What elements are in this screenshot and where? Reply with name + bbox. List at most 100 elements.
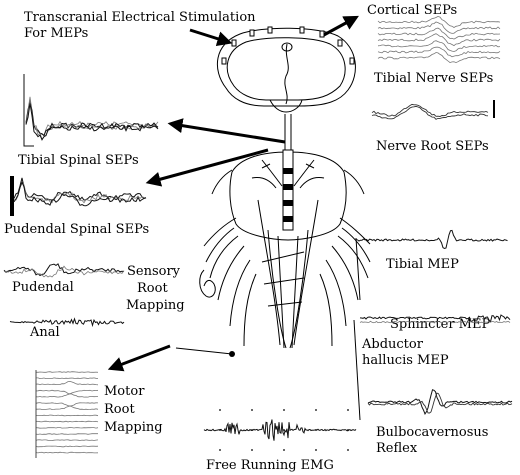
grid-dot (219, 409, 221, 411)
tibial-nerve-seps-traces (371, 100, 495, 120)
label-abductor-hallucis-mep: Abductor hallucis MEP (361, 337, 449, 368)
label-bulbo-line2: Reflex (376, 441, 418, 456)
label-motor-root-mapping: Motor Root Mapping (104, 384, 163, 435)
tibial-spinal-seps-traces (23, 74, 159, 147)
label-tibial-mep: Tibial MEP (386, 257, 459, 272)
label-cortical-seps: Cortical SEPs (367, 3, 457, 18)
pudendal-spinal-sep-trace (13, 181, 147, 207)
motor-root-trace (35, 380, 99, 386)
grid-dot (251, 449, 253, 451)
bulbocavernosus-waveform (367, 392, 513, 414)
motor-root-trace (35, 445, 99, 448)
arrow-cortical-seps (321, 15, 359, 38)
motor-root-mapping-traces (35, 370, 99, 458)
bulbocavernosus-reflex-trace (367, 389, 513, 415)
tibial-spinal-sep-trace (25, 101, 159, 137)
arrow-pudendal-spinal-seps (145, 148, 269, 187)
sphincter-mep-trace (359, 314, 511, 324)
cortical-sep-trace (377, 40, 501, 52)
grid-dot (219, 449, 221, 451)
label-motor-line3: Mapping (104, 420, 163, 435)
label-sensory-root-mapping: Sensory Root Mapping (126, 264, 185, 313)
bulbocavernosus-waveform (367, 389, 513, 415)
anal-trace (9, 317, 125, 328)
label-sphincter-mep: Sphincter MEP (390, 317, 490, 332)
label-sensory-line2: Root (137, 281, 168, 296)
arrow-tibial-spinal-seps (167, 118, 286, 144)
label-sensory-line3: Mapping (126, 298, 185, 313)
grid-dot (283, 409, 285, 411)
motor-root-trace (35, 420, 99, 423)
grid-dot (315, 409, 317, 411)
label-abductor-line1: Abductor (361, 337, 424, 352)
grid-dot (219, 429, 221, 431)
motor-root-trace (35, 371, 99, 373)
head-coronal-section (217, 26, 356, 113)
label-nerve-root-seps: Nerve Root SEPs (376, 139, 489, 154)
label-sensory-line1: Sensory (127, 264, 181, 279)
tibial-mep-waveform (355, 229, 508, 250)
motor-root-trace (35, 393, 99, 398)
pudendal-spinal-seps-traces (10, 176, 147, 216)
grid-dot (251, 429, 253, 431)
motor-root-trace (36, 377, 99, 380)
label-bulbocavernosus-reflex: Bulbocavernosus Reflex (376, 425, 493, 456)
label-tes-line2: For MEPs (24, 26, 88, 41)
pudendal-trace (3, 263, 125, 278)
tibial-spinal-sep-trace (25, 98, 159, 140)
label-motor-line2: Root (104, 402, 135, 417)
label-tes: Transcranial Electrical Stimulation For … (24, 10, 260, 41)
anal-waveform (9, 317, 125, 328)
motor-root-trace (35, 402, 99, 407)
cortical-seps-traces (377, 15, 501, 64)
motor-root-trace (35, 439, 99, 442)
arrow-motor-root-mapping (107, 344, 171, 372)
grid-dot (347, 429, 349, 431)
cortical-sep-trace (377, 33, 501, 47)
cortical-sep-trace (377, 46, 501, 58)
scalp-electrodes (221, 26, 355, 65)
free-running-emg-trace (203, 409, 357, 451)
grid-dot (315, 449, 317, 451)
label-anal: Anal (29, 325, 60, 340)
arrow-tes-to-head (189, 28, 233, 46)
label-pudendal: Pudendal (12, 280, 74, 295)
pudendal-waveform (3, 263, 125, 277)
motor-root-trace (35, 389, 99, 395)
label-bulbo-line1: Bulbocavernosus (376, 425, 488, 440)
motor-root-trace (35, 433, 98, 435)
tibial-spinal-sep-trace (25, 103, 159, 141)
label-tibial-nerve-seps: Tibial Nerve SEPs (374, 71, 493, 86)
motor-root-trace (36, 405, 99, 411)
cortical-sep-trace (377, 15, 501, 28)
cortical-sep-trace (377, 52, 501, 64)
free-running-emg-waveform (203, 419, 357, 441)
pudendal-spinal-sep-trace (13, 177, 147, 201)
grid-dot (283, 429, 285, 431)
nerve-root-sep-trace (371, 103, 489, 117)
cortical-sep-trace (377, 21, 501, 34)
nerve-root-sep-trace (371, 105, 489, 120)
cortical-sep-trace (377, 27, 501, 40)
label-tes-line1: Transcranial Electrical Stimulation (24, 10, 256, 25)
motor-root-trace (35, 426, 99, 429)
grid-dot (347, 449, 349, 451)
grid-dot (347, 409, 349, 411)
grid-dot (315, 429, 317, 431)
motor-root-trace (35, 451, 99, 454)
label-free-running-emg: Free Running EMG (206, 458, 334, 473)
trace-marker (10, 176, 14, 216)
pudendal-waveform (3, 265, 125, 278)
grid-dot (283, 449, 285, 451)
grid-dot (251, 409, 253, 411)
sphincter-mep-waveform (359, 320, 511, 324)
label-abductor-line2: hallucis MEP (362, 353, 449, 368)
label-tibial-spinal-seps: Tibial Spinal SEPs (18, 153, 139, 168)
label-pudendal-spinal-seps: Pudendal Spinal SEPs (4, 222, 149, 237)
motor-root-trace (36, 414, 99, 417)
label-motor-line1: Motor (104, 384, 145, 399)
trace-axis (23, 74, 34, 147)
spinal-cord-cauda-equina (175, 114, 371, 421)
